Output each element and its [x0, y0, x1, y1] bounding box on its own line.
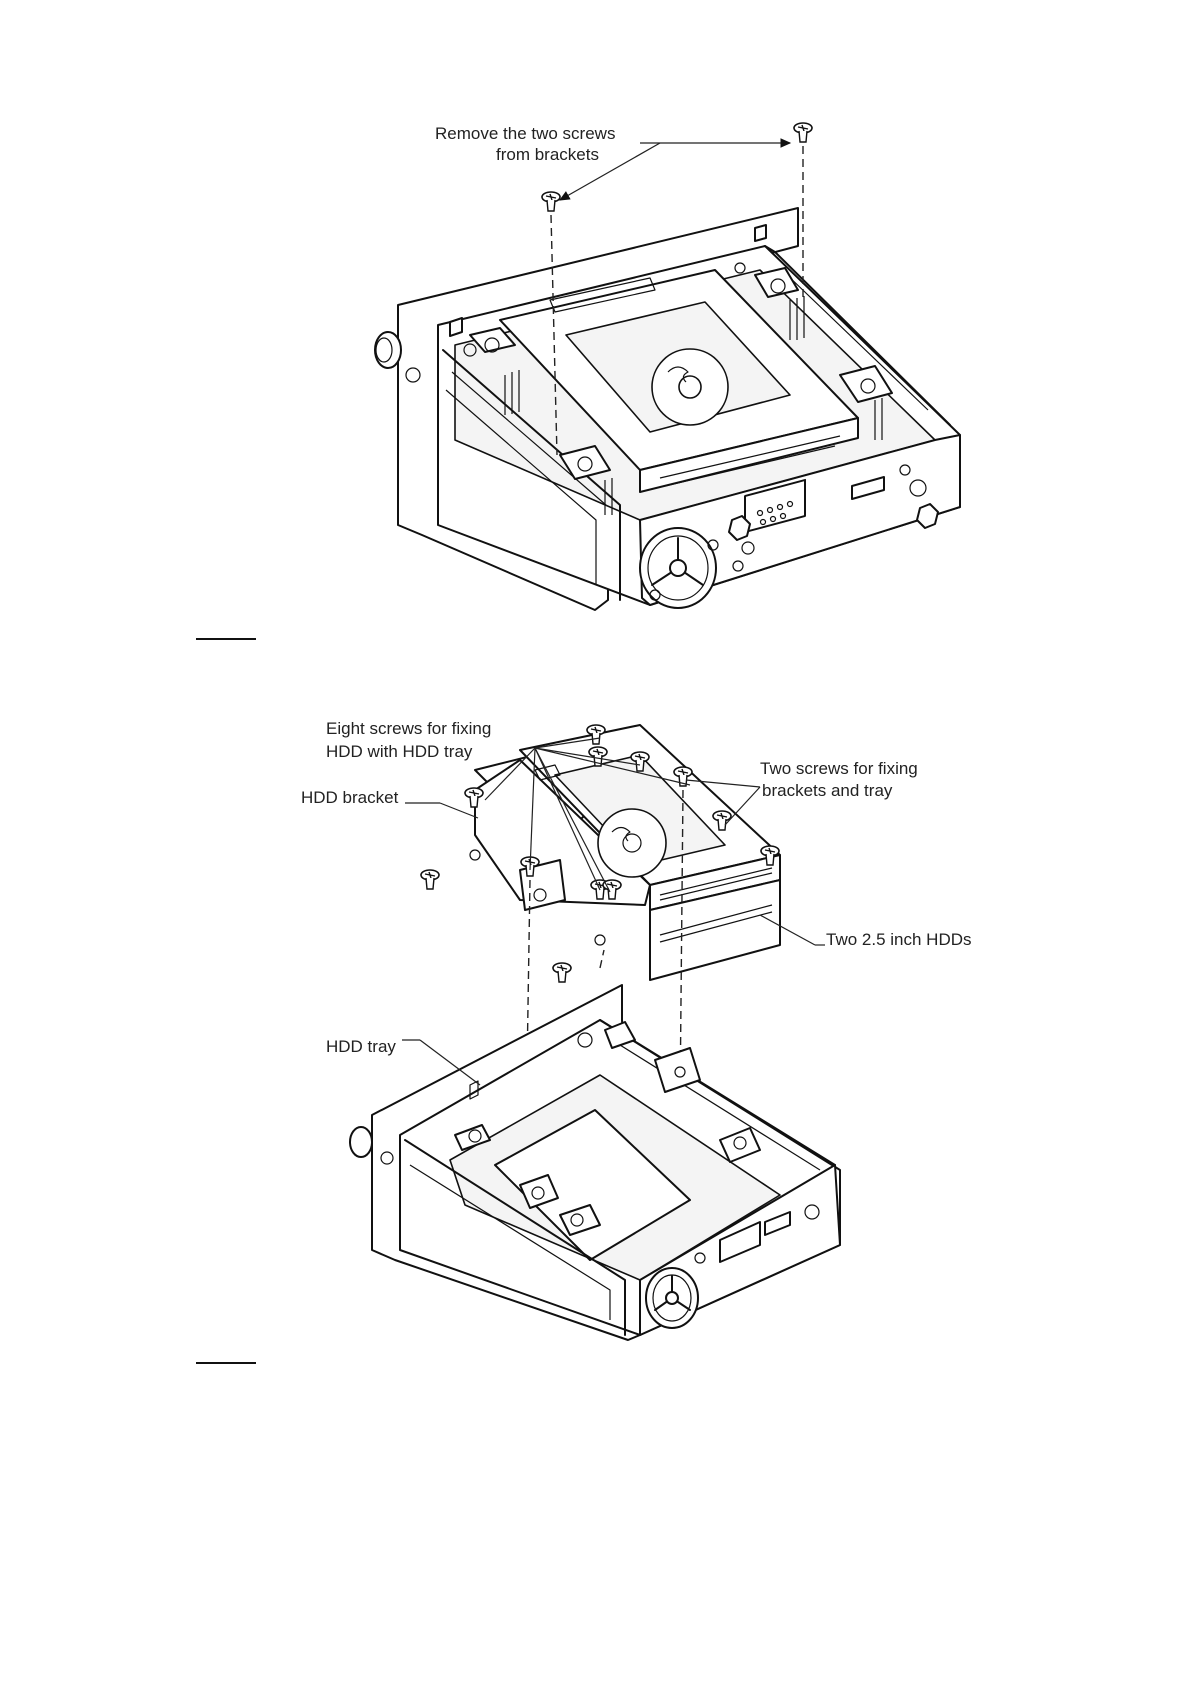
callout-remove-screws-line1: Remove the two screws [435, 123, 615, 144]
label-eight-screws-line1: Eight screws for fixing [326, 718, 491, 739]
hdd-tray-drawing [350, 985, 840, 1340]
label-two-hdds: Two 2.5 inch HDDs [826, 929, 972, 950]
hdd-bracket-assembly-drawing [470, 725, 780, 980]
label-hdd-bracket: HDD bracket [301, 787, 398, 808]
label-two-screws-line1: Two screws for fixing [760, 758, 918, 779]
label-hdd-tray: HDD tray [326, 1036, 396, 1057]
hdd-module-drawing-1 [375, 208, 960, 610]
callout-remove-screws-line2: from brackets [496, 144, 599, 165]
label-eight-screws-line2: HDD with HDD tray [326, 741, 472, 762]
label-two-screws-line2: brackets and tray [762, 780, 892, 801]
